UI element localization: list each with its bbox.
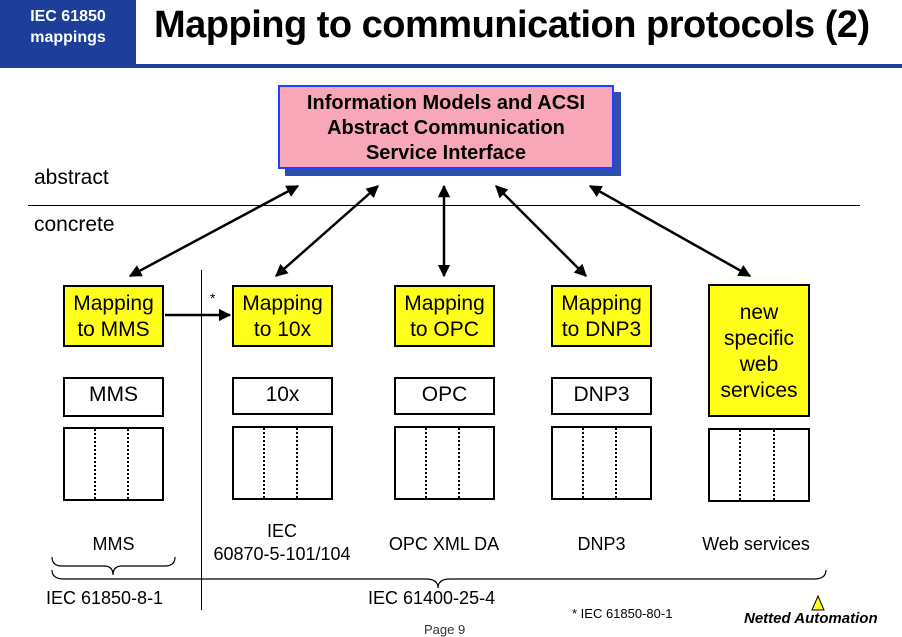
web-stack-box [708, 428, 810, 502]
stack-divider [739, 430, 742, 500]
stack-divider [582, 428, 585, 498]
mapping-dnp3-line-1: Mapping [561, 292, 642, 315]
iec-61400-25-4-label: IEC 61400-25-4 [368, 588, 496, 608]
stack-divider [127, 429, 130, 499]
stack-divider [425, 428, 428, 498]
mapping-to-10x-box: Mapping to 10x [232, 285, 333, 347]
arrow-acsi-mms [128, 184, 300, 278]
footnote-marker: * [210, 290, 216, 306]
concrete-label: concrete [34, 213, 115, 236]
mms-label: MMS [92, 534, 135, 554]
mapping-mms-line-2: to MMS [77, 318, 150, 341]
dnp3-stack-box [551, 426, 652, 500]
acsi-line-2: Abstract Communication [327, 117, 565, 139]
arrow-acsi-dnp3 [495, 185, 587, 277]
opc-stack-box [394, 426, 495, 500]
mapping-opc-line-1: Mapping [404, 292, 485, 315]
mapping-opc-line-2: to OPC [410, 318, 479, 341]
iec-label-line-2: 60870-5-101/104 [213, 544, 351, 564]
mapping-mms-line-1: Mapping [73, 292, 154, 315]
web-services-line-2: specific [723, 327, 795, 350]
mapping-10x-line-2: to 10x [253, 318, 312, 341]
10x-stack-box [232, 426, 333, 500]
brace-61400 [51, 569, 827, 589]
page-title: Mapping to communication protocols (2) [154, 4, 870, 46]
brace-mms [51, 556, 176, 576]
acsi-box: Information Models and ACSI Abstract Com… [278, 85, 614, 169]
stack-divider [772, 430, 775, 500]
mapping-dnp3-line-2: to DNP3 [561, 318, 642, 341]
acsi-line-3: Service Interface [365, 142, 527, 164]
stack-divider [94, 429, 97, 499]
header-divider [0, 64, 902, 68]
mms-stack-box [63, 427, 164, 501]
iec-label-line-1: IEC [266, 521, 297, 541]
web-services-line-3: web [739, 353, 779, 376]
opc-xml-da-label: OPC XML DA [388, 534, 500, 554]
iec-60870-label: IEC 60870-5-101/104 [202, 520, 362, 566]
mapping-to-mms-box: Mapping to MMS [63, 285, 164, 347]
mapping-10x-line-1: Mapping [242, 292, 323, 315]
dnp3-protocol-box: DNP3 [551, 377, 652, 415]
dnp3-label: DNP3 [577, 534, 626, 554]
mms-protocol-box: MMS [63, 377, 164, 417]
web-services-line-4: services [720, 379, 798, 402]
stack-divider [615, 428, 618, 498]
stack-divider [458, 428, 461, 498]
footnote-text: * IEC 61850-80-1 [572, 606, 673, 621]
header-corner-badge: IEC 61850 mappings [0, 0, 136, 64]
iec-61850-8-1-label: IEC 61850-8-1 [46, 588, 164, 608]
new-web-services-box: new specific web services [708, 284, 810, 417]
arrow-acsi-web [588, 184, 752, 278]
opc-protocol-box: OPC [394, 377, 495, 415]
mapping-to-opc-box: Mapping to OPC [394, 285, 495, 347]
mapping-to-dnp3-box: Mapping to DNP3 [551, 285, 652, 347]
logo-triangle [811, 594, 825, 611]
web-services-label: Web services [702, 534, 810, 554]
stack-divider [263, 428, 266, 498]
corner-line-1: IEC 61850 [30, 8, 106, 25]
stack-divider [296, 428, 299, 498]
acsi-line-1: Information Models and ACSI [306, 92, 586, 114]
netted-automation-logo: Netted Automation [744, 610, 878, 627]
arrow-acsi-10x [275, 185, 379, 277]
corner-line-2: mappings [30, 29, 106, 46]
web-services-line-1: new [739, 301, 779, 324]
10x-protocol-box: 10x [232, 377, 333, 415]
abstract-label: abstract [34, 166, 109, 189]
mms-separator-line [201, 270, 202, 610]
